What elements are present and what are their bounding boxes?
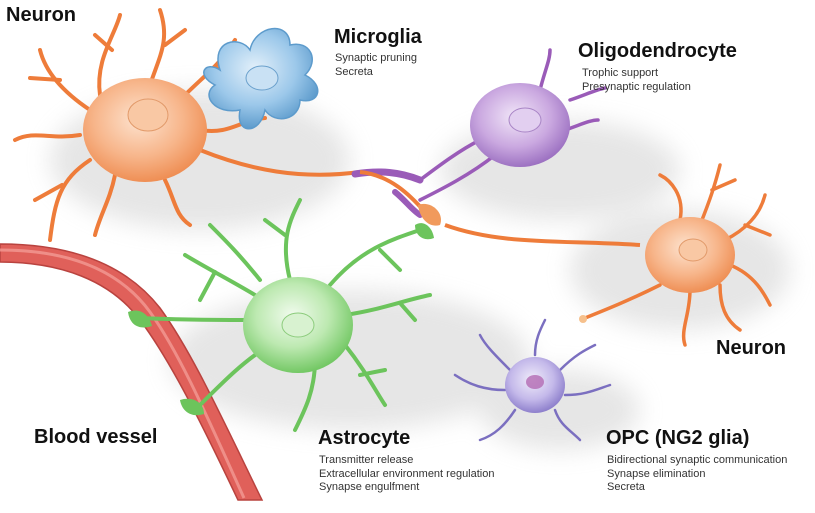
oligodendrocyte-function: Presynaptic regulation [582,80,691,93]
astrocyte-description: Transmitter release Extracellular enviro… [319,454,494,495]
astrocyte-function: Transmitter release [319,454,414,466]
microglia-cell [203,28,319,130]
astrocyte-function: Extracellular environment regulation [319,467,495,480]
microglia-function: Synaptic pruning [335,52,417,64]
opc-function: Synapse elimination [607,467,706,480]
oligodendrocyte-function: Trophic support [582,67,659,79]
blood-vessel [0,243,264,501]
oligodendrocyte-label: Oligodendrocyte [578,40,737,62]
synapse [359,170,441,226]
oligodendrocyte-description: Trophic support Presynaptic regulation [582,67,691,94]
neuron-right-label: Neuron [716,337,786,359]
neuron-top-label: Neuron [6,4,76,26]
opc-function: Bidirectional synaptic communication [607,454,788,466]
microglia-description: Synaptic pruning Secreta [335,52,417,79]
astrocyte-label: Astrocyte [318,427,411,449]
astrocyte-function: Synapse engulfment [319,481,420,493]
opc-cell [453,318,612,442]
microglia-label: Microglia [334,26,422,48]
blood-vessel-label: Blood vessel [34,426,158,448]
opc-function: Secreta [607,481,645,493]
neuron-top-left [13,8,361,242]
opc-description: Bidirectional synaptic communication Syn… [607,454,787,495]
astrocyte-cell [128,198,434,432]
oligodendrocyte-cell [418,48,607,202]
neuron-right [444,163,772,347]
opc-label: OPC (NG2 glia) [606,427,750,449]
microglia-function: Secreta [335,65,373,78]
